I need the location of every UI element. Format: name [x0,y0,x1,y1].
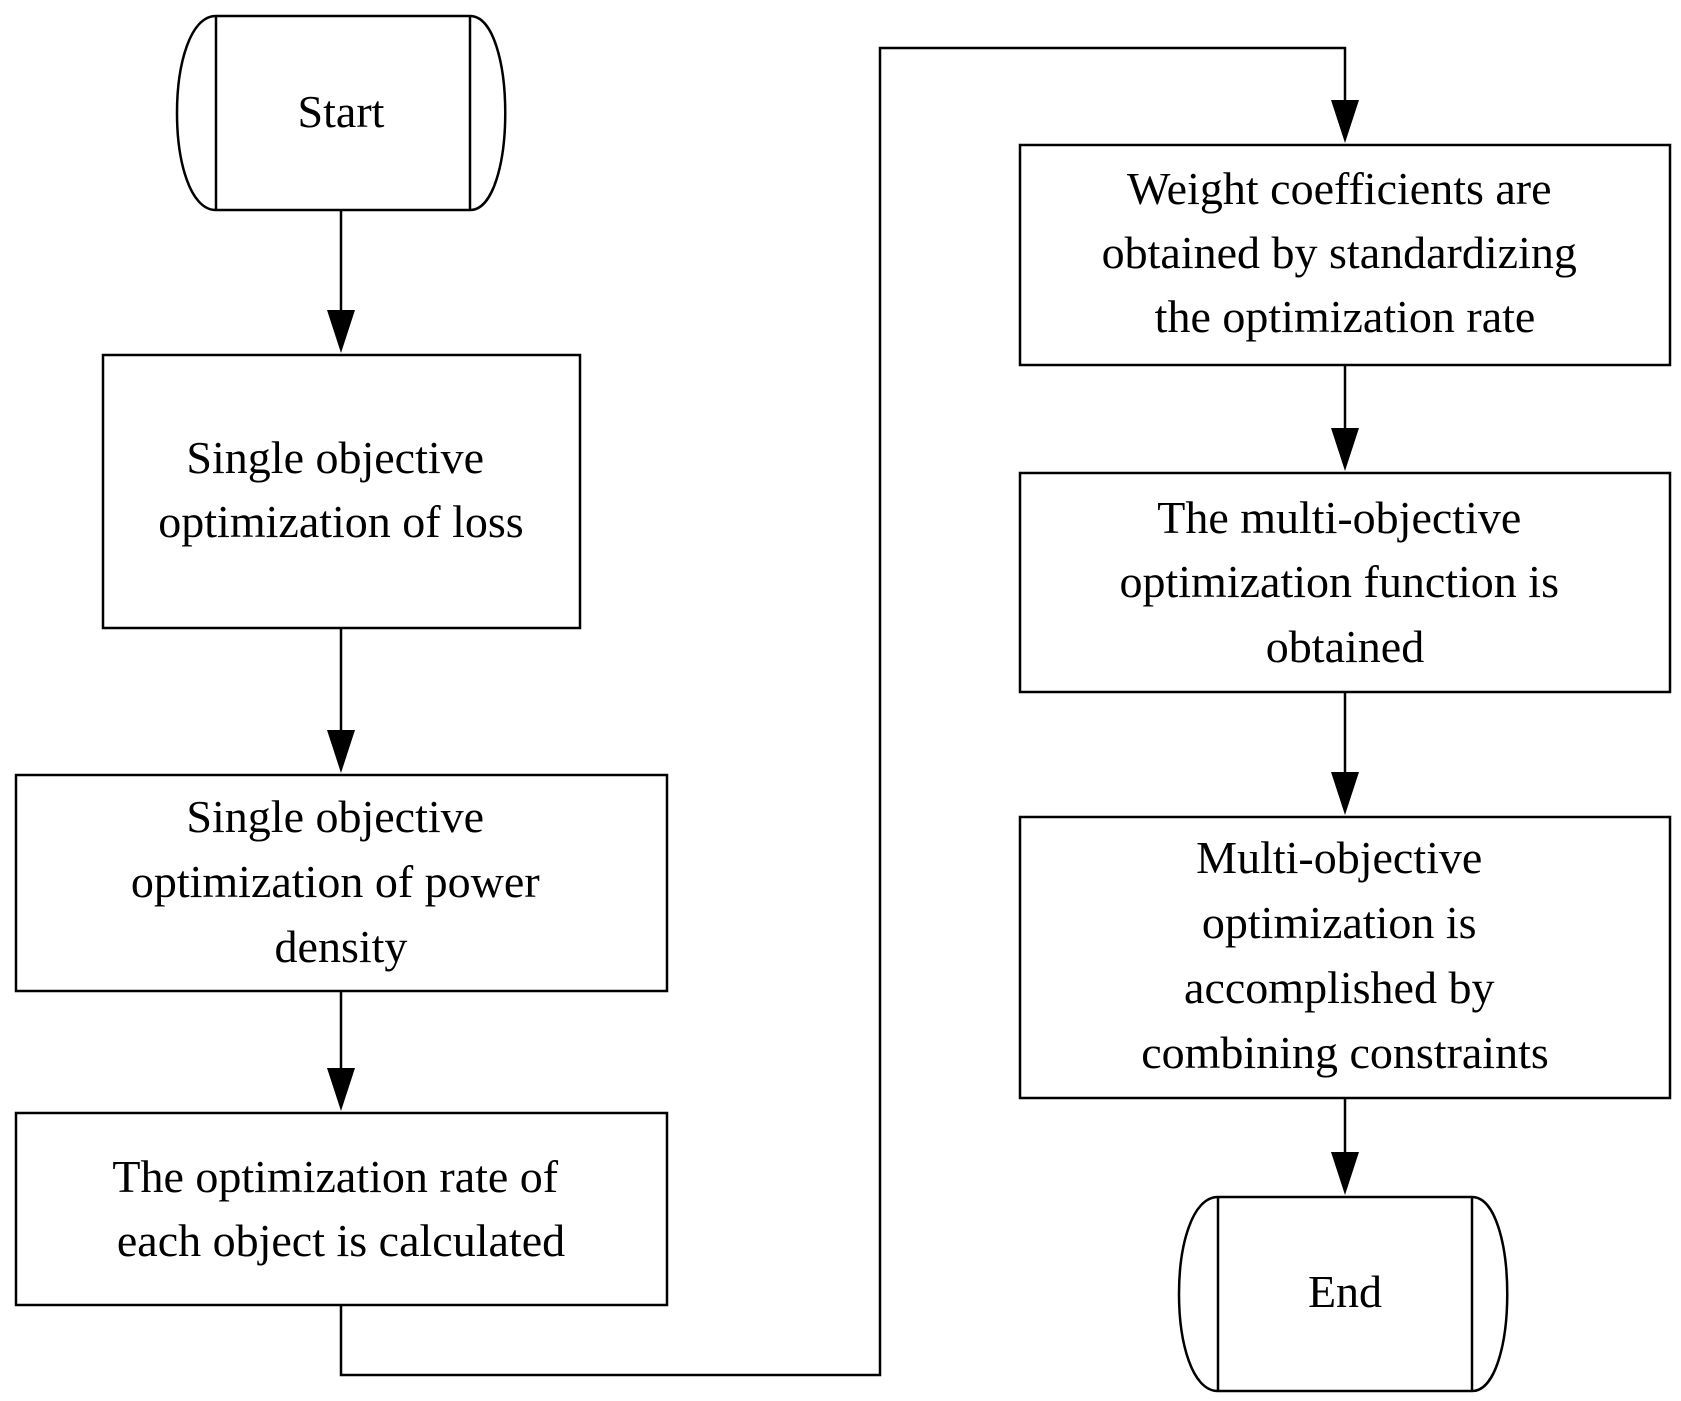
multi-objective-optimization-label-line-4: combining constraints [1141,1027,1549,1078]
start-terminator-shape [175,14,507,212]
end-terminator-shape [1177,1195,1509,1393]
multi-objective-optimization-label: Multi-objective optimization is accompli… [1141,832,1549,1078]
loss-optimization-box: Single objective optimization of loss [101,353,582,630]
multi-objective-function-label-line-3: obtained [1266,621,1424,672]
weight-coefficients-label-line-3: the optimization rate [1155,291,1536,342]
multi-objective-optimization-label-line-2: optimization is [1202,897,1477,948]
weight-coefficients-label-line-1: Weight coefficients are [1127,163,1552,214]
loss-optimization-label-line-1: Single objective [186,432,484,483]
multi-objective-function-label-line-2: optimization function is [1120,556,1560,607]
multi-objective-function-label-line-1: The multi-objective [1157,492,1521,543]
power-density-optimization-box-shape [14,773,669,993]
optimization-rate-box-shape [14,1111,669,1307]
loss-optimization-label: Single objective optimization of loss [158,432,523,547]
arrowhead-rate-to-weights [1331,100,1359,143]
power-density-optimization-label: Single objective optimization of power d… [131,791,551,972]
loss-optimization-label-line-2: optimization of loss [158,496,523,547]
multi-objective-function-label: The multi-objective optimization functio… [1120,492,1571,672]
optimization-rate-label: The optimization rate of each object is … [112,1151,569,1266]
multi-objective-optimization-label-line-3: accomplished by [1184,962,1494,1013]
weight-coefficients-box-shape [1018,143,1672,367]
arrowhead-start-to-loss [327,310,355,353]
power-density-label-line-1: Single objective [186,791,484,842]
arrowhead-weights-to-func [1331,428,1359,471]
start-label-line-1: Start [298,86,385,137]
arrowhead-func-to-opt [1331,772,1359,815]
start-terminator: Start [175,14,507,212]
weight-coefficients-label-line-2: obtained by standardizing [1102,227,1577,278]
arrowhead-loss-to-power [327,730,355,773]
weight-coefficients-label: Weight coefficients are obtained by stan… [1102,163,1589,342]
power-density-optimization-box: Single objective optimization of power d… [14,773,669,993]
multi-objective-function-box: The multi-objective optimization functio… [1018,471,1672,694]
multi-objective-function-box-shape [1018,471,1672,694]
weight-coefficients-box: Weight coefficients are obtained by stan… [1018,143,1672,367]
optimization-rate-box: The optimization rate of each object is … [14,1111,669,1307]
optimization-rate-label-line-1: The optimization rate of [112,1151,558,1202]
multi-objective-optimization-box-shape [1018,815,1672,1100]
end-label-line-1: End [1308,1266,1382,1317]
end-label: End [1308,1266,1382,1317]
start-label: Start [298,86,385,137]
connectors [327,46,1359,1377]
power-density-label-line-2: optimization of power [131,856,540,907]
power-density-label-line-3: density [275,921,408,972]
optimization-rate-label-line-2: each object is calculated [117,1215,565,1266]
multi-objective-optimization-box: Multi-objective optimization is accompli… [1018,815,1672,1100]
arrowhead-power-to-rate [327,1068,355,1111]
arrowhead-opt-to-end [1331,1152,1359,1195]
multi-objective-optimization-label-line-1: Multi-objective [1196,832,1482,883]
arrow-rate-to-weights [339,46,1347,1377]
loss-optimization-box-shape [101,353,582,630]
end-terminator: End [1177,1195,1509,1393]
